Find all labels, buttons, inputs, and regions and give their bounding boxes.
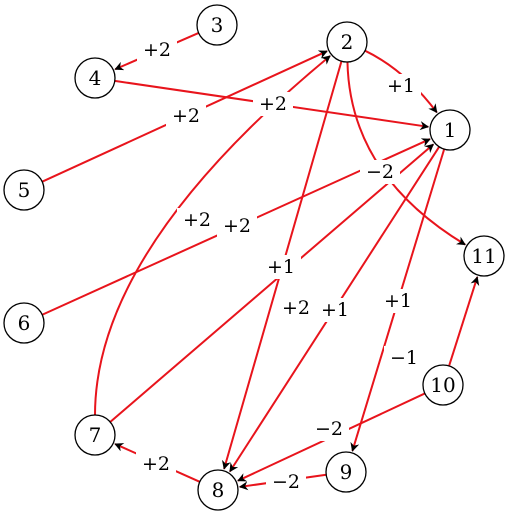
node-circle	[3, 169, 45, 211]
edge-weight-label: +1	[267, 256, 295, 278]
edge-label-6-to-1: +2	[217, 214, 257, 238]
edge-weight-label: −2	[272, 471, 300, 493]
node-circle	[197, 469, 239, 511]
edge-label-background	[384, 346, 424, 370]
edge-label-background	[378, 289, 418, 313]
node-circle	[3, 302, 45, 344]
edge-label-8-to-7: +2	[136, 452, 176, 476]
edge-weight-label: −2	[315, 418, 343, 440]
node-label: 8	[212, 478, 225, 502]
node-label: 9	[340, 460, 353, 484]
edge-label-background	[177, 208, 217, 232]
edge-label-9-to-8: −2	[266, 470, 306, 494]
edge-weight-label: +2	[172, 105, 200, 127]
edge-weight-label: +2	[143, 39, 171, 61]
edge-7-to-2	[94, 55, 331, 416]
node-label: 6	[18, 311, 31, 335]
node-7: 7	[74, 414, 116, 456]
edge-label-background	[261, 255, 301, 279]
node-5: 5	[3, 169, 45, 211]
node-2: 2	[326, 21, 368, 63]
edge-label-background	[381, 74, 421, 98]
edge-weight-label: +1	[387, 75, 415, 97]
node-label: 7	[89, 423, 102, 447]
edge-label-background	[136, 452, 176, 476]
edge-10-to-11	[448, 276, 480, 367]
edge-label-7-to-2: +2	[177, 208, 217, 232]
node-label: 2	[341, 30, 354, 54]
edge-label-10-to-8: −2	[309, 417, 349, 441]
node-9: 9	[325, 451, 367, 493]
edge-label-3-to-4: +2	[137, 38, 177, 62]
edge-label-2-to-8: +1	[261, 255, 301, 279]
edge-label-1-to-9: +1	[378, 289, 418, 313]
edge-weight-label: +2	[142, 453, 170, 475]
edge-label-background	[309, 417, 349, 441]
edge-label-background	[253, 92, 293, 116]
edge-label-2-to-11: −2	[360, 160, 400, 184]
edge-weight-label: −1	[390, 347, 418, 369]
edge-label-background	[360, 160, 400, 184]
edge-labels-layer: +2 +2 +2 +1 −2 +2 +2 +1 +2 +1 +1 −1 −2 −2 +2	[136, 38, 424, 494]
edge-label-background	[166, 104, 206, 128]
edge-weight-label: +2	[223, 215, 251, 237]
node-1: 1	[429, 109, 471, 151]
edge-label-4-to-1: +2	[253, 92, 293, 116]
node-label: 1	[444, 118, 457, 142]
node-circle	[429, 109, 471, 151]
edge-label-7-to-1: +2	[276, 296, 316, 320]
edge-label-2-to-1: +1	[381, 74, 421, 98]
nodes-layer: 1 2 3 4 5 6 7 8 9 10 11	[3, 4, 505, 511]
edge-weight-label: +1	[384, 290, 412, 312]
node-3: 3	[196, 4, 238, 46]
node-circle	[196, 4, 238, 46]
node-label: 10	[430, 373, 455, 397]
node-label: 3	[211, 13, 224, 37]
edge-7-to-1	[109, 143, 434, 423]
node-circle	[74, 57, 116, 99]
edge-label-1-to-8: +1	[315, 298, 355, 322]
edge-label-5-to-2: +2	[166, 104, 206, 128]
edge-label-10-to-11: −1	[384, 346, 424, 370]
node-circle	[325, 451, 367, 493]
node-11: 11	[463, 235, 505, 277]
edge-label-background	[266, 470, 306, 494]
node-10: 10	[422, 364, 464, 406]
node-6: 6	[3, 302, 45, 344]
edge-weight-label: −2	[366, 161, 394, 183]
node-4: 4	[74, 57, 116, 99]
node-circle	[422, 364, 464, 406]
node-circle	[326, 21, 368, 63]
edge-label-background	[137, 38, 177, 62]
node-circle	[74, 414, 116, 456]
node-circle	[463, 235, 505, 277]
edge-label-background	[217, 214, 257, 238]
edge-weight-label: +2	[282, 297, 310, 319]
node-8: 8	[197, 469, 239, 511]
edge-weight-label: +2	[259, 93, 287, 115]
node-label: 4	[89, 66, 102, 90]
edge-weight-label: +2	[183, 209, 211, 231]
node-label: 5	[18, 178, 31, 202]
edge-label-background	[315, 298, 355, 322]
edge-weight-label: +1	[321, 299, 349, 321]
edge-label-background	[276, 296, 316, 320]
node-label: 11	[471, 244, 496, 268]
